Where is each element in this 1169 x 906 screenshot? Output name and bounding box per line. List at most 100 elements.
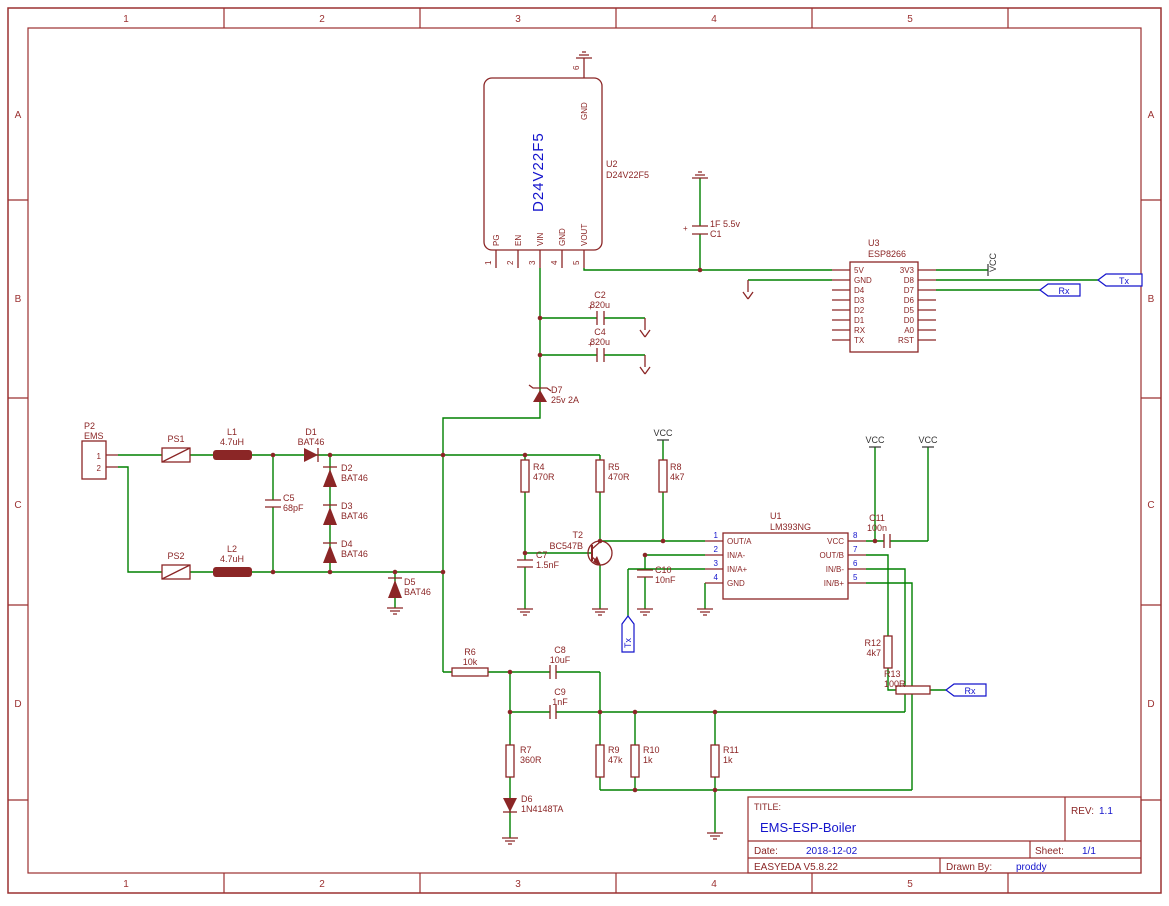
r6-value: 10k (463, 657, 478, 667)
u3-pin-name: D8 (904, 276, 915, 285)
component-d2-diode[interactable]: D2 BAT46 (323, 463, 368, 487)
d3-value: BAT46 (341, 511, 368, 521)
title-label: TITLE: (754, 802, 781, 812)
c5-value: 68pF (283, 503, 304, 513)
net-flag-rx-comparator[interactable]: Rx (945, 683, 987, 697)
component-d1-diode[interactable]: D1 BAT46 (298, 427, 325, 462)
component-u3-esp8266[interactable]: U3 ESP8266 5V GND D4 D3 D2 D1 RX TX 3V3 … (849, 238, 919, 353)
component-c1-capacitor[interactable]: + 1F 5.5v C1 (683, 219, 741, 239)
u3-pin-name: D0 (904, 316, 915, 325)
u1-ref: U1 (770, 511, 782, 521)
t2-value: BC547B (549, 541, 583, 551)
u1-pin-name: IN/B- (826, 565, 845, 574)
junction-dots (270, 267, 878, 793)
c8-ref: C8 (554, 645, 566, 655)
u1-pin-name: OUT/A (727, 537, 752, 546)
u3-pin-name: D3 (854, 296, 865, 305)
c7-ref: C7 (536, 550, 548, 560)
rx-net-label: Rx (965, 686, 976, 696)
rx-net-label: Rx (1059, 286, 1070, 296)
r9-value: 47k (608, 755, 623, 765)
component-c2-capacitor[interactable]: + C2 820u (588, 290, 610, 325)
c2-value: 820u (590, 300, 610, 310)
r6-ref: R6 (464, 647, 476, 657)
component-r6-resistor[interactable]: R6 10k (451, 647, 489, 677)
schematic-title: EMS-ESP-Boiler (760, 820, 857, 835)
tx-net-label: Tx (1119, 276, 1129, 286)
d5-value: BAT46 (404, 587, 431, 597)
component-d6-diode[interactable]: D6 1N4148TA (503, 794, 563, 814)
d5-ref: D5 (404, 577, 416, 587)
component-c9-capacitor[interactable]: C9 1nF (549, 687, 568, 719)
t2-ref: T2 (572, 530, 583, 540)
grid-row-label: B (1148, 294, 1155, 305)
component-r7-resistor[interactable]: R7 360R (505, 744, 542, 778)
d4-ref: D4 (341, 539, 353, 549)
tx-net-label: Tx (623, 638, 633, 648)
component-r10-resistor[interactable]: R10 1k (630, 744, 660, 778)
component-d5-diode[interactable]: D5 BAT46 (388, 577, 431, 598)
component-r4-resistor[interactable]: R4 470R (520, 459, 555, 493)
component-c4-capacitor[interactable]: + C4 820u (588, 327, 610, 362)
component-c5-capacitor[interactable]: C5 68pF (265, 493, 304, 513)
u3-pin-name: D2 (854, 306, 865, 315)
component-u2-regulator[interactable]: D24V22F5 1 2 3 4 5 PG EN VIN GND VOUT 6 … (483, 51, 649, 265)
component-r5-resistor[interactable]: R5 470R (595, 459, 630, 493)
sheet-label: Sheet: (1035, 846, 1064, 857)
component-l1-inductor[interactable]: L1 4.7uH (213, 427, 252, 460)
date-label: Date: (754, 846, 778, 857)
component-r12-resistor[interactable]: R12 4k7 (864, 635, 893, 669)
c4-ref: C4 (594, 327, 606, 337)
c1-value: 1F 5.5v (710, 219, 741, 229)
component-r9-resistor[interactable]: R9 47k (595, 744, 623, 778)
c7-value: 1.5nF (536, 560, 560, 570)
grid-col-label: 3 (515, 879, 521, 890)
r7-ref: R7 (520, 745, 532, 755)
u3-pin-name: D6 (904, 296, 915, 305)
u2-pin-name: EN (514, 235, 523, 246)
grid-row-label: C (14, 500, 21, 511)
component-ps1-polyswitch[interactable]: PS1 (161, 434, 191, 463)
component-ps2-polyswitch[interactable]: PS2 (161, 551, 191, 580)
net-flag-rx-esp[interactable]: Rx (1039, 283, 1081, 297)
r11-ref: R11 (723, 745, 739, 755)
ps1-ref: PS1 (167, 434, 184, 444)
component-d7-zener[interactable]: D7 25v 2A (528, 384, 579, 405)
component-r13-resistor[interactable]: R13 100R (884, 669, 931, 695)
net-flag-tx-esp[interactable]: Tx (1097, 273, 1143, 287)
component-u1-comparator[interactable]: U1 LM393NG 1 2 3 4 OUT/A IN/A- IN/A+ GND… (714, 511, 858, 600)
d6-value: 1N4148TA (521, 804, 563, 814)
component-c11-capacitor[interactable]: C11 100n (867, 513, 891, 548)
grid-col-label: 5 (907, 879, 913, 890)
r4-ref: R4 (533, 462, 545, 472)
c11-value: 100n (867, 523, 887, 533)
component-d4-diode[interactable]: D4 BAT46 (323, 539, 368, 563)
r4-value: 470R (533, 472, 555, 482)
u1-pin-number: 7 (853, 545, 858, 554)
d1-value: BAT46 (298, 437, 325, 447)
component-r11-resistor[interactable]: R11 1k (710, 744, 739, 778)
component-p2-ems-connector[interactable]: P2 EMS 1 2 (81, 421, 107, 480)
c10-value: 10nF (655, 575, 676, 585)
u3-pin-name: TX (854, 336, 865, 345)
u3-pin-name: 5V (854, 266, 864, 275)
grid-row-label: C (1147, 500, 1154, 511)
component-r8-resistor[interactable]: R8 4k7 (658, 459, 685, 493)
sheet-value: 1/1 (1082, 846, 1096, 857)
net-flag-tx-comparator[interactable]: Tx (621, 615, 635, 653)
component-d3-diode[interactable]: D3 BAT46 (323, 501, 368, 525)
component-c10-capacitor[interactable]: C10 10nF (637, 565, 676, 585)
u2-top-pin-name: GND (580, 102, 589, 120)
u2-value: D24V22F5 (606, 170, 649, 180)
vcc-flags[interactable]: VCC VCC VCC VCC (653, 252, 998, 448)
ps2-ref: PS2 (167, 551, 184, 561)
u2-ref: U2 (606, 159, 618, 169)
component-c7-capacitor[interactable]: C7 1.5nF (517, 550, 560, 570)
gnd-arrow-symbol (639, 355, 651, 375)
l2-value: 4.7uH (220, 554, 244, 564)
component-c8-capacitor[interactable]: C8 10uF (549, 645, 571, 679)
u3-pin-name: 3V3 (900, 266, 915, 275)
u3-pin-name: GND (854, 276, 872, 285)
component-l2-inductor[interactable]: L2 4.7uH (213, 544, 252, 577)
r7-value: 360R (520, 755, 542, 765)
